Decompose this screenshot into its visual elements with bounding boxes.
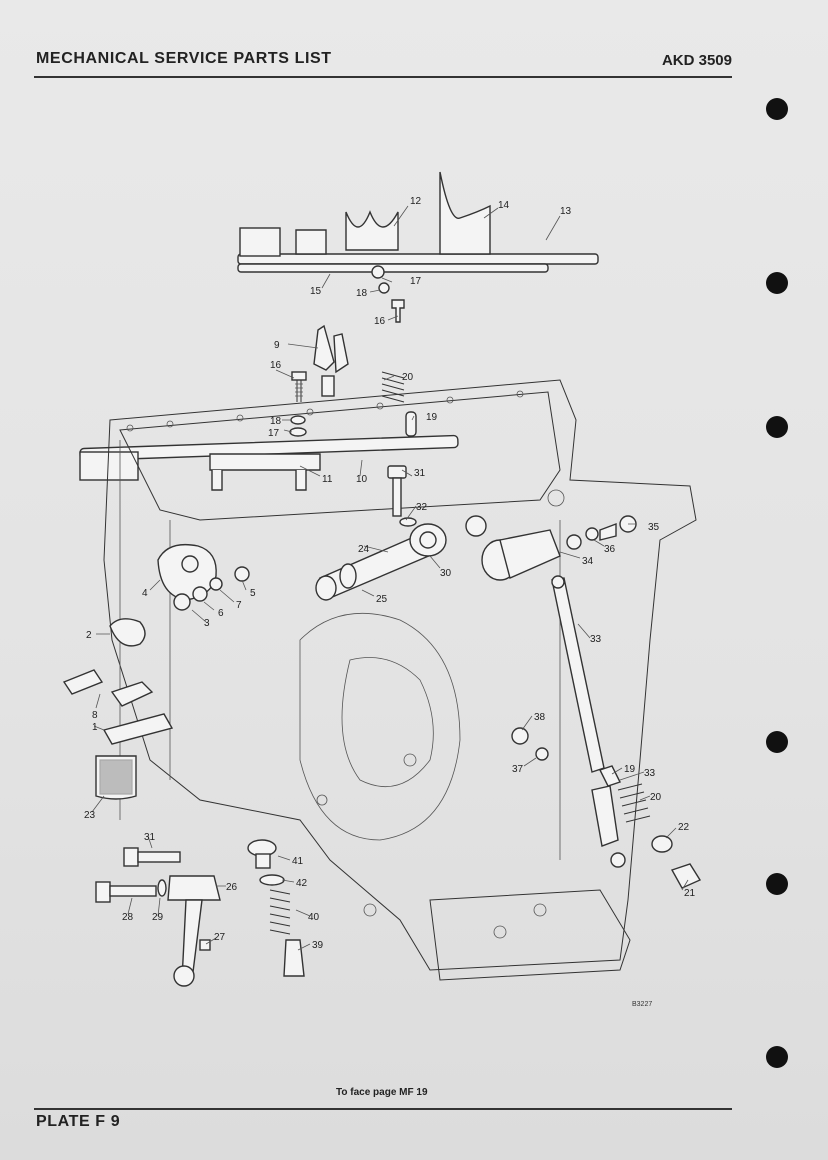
callout: 25 bbox=[376, 594, 388, 605]
callout: 15 bbox=[310, 286, 322, 297]
callout: 38 bbox=[534, 712, 546, 723]
callout-labels: 12 14 13 17 15 18 16 9 16 20 18 19 17 11… bbox=[84, 196, 696, 951]
callout: 5 bbox=[250, 588, 256, 599]
callout: 6 bbox=[218, 608, 224, 619]
callout: 2 bbox=[86, 630, 92, 641]
binder-hole bbox=[766, 1046, 788, 1068]
callout: 11 bbox=[322, 474, 333, 485]
callout: 35 bbox=[648, 522, 660, 533]
callout: 29 bbox=[152, 912, 164, 923]
callout-leaders bbox=[91, 205, 689, 951]
callout: 4 bbox=[142, 588, 148, 599]
binder-hole bbox=[766, 873, 788, 895]
selector-rod-10 bbox=[79, 434, 459, 491]
callout: 12 bbox=[410, 196, 422, 207]
loose-parts-bottom bbox=[95, 839, 305, 987]
callout: 17 bbox=[410, 276, 422, 287]
callout: 19 bbox=[426, 412, 438, 423]
callout: 39 bbox=[312, 940, 324, 951]
figure-code: B3227 bbox=[632, 1001, 653, 1008]
plate-label: PLATE F 9 bbox=[36, 1113, 121, 1130]
control-rod-33 bbox=[511, 575, 702, 889]
selector-fork-9 bbox=[289, 324, 417, 437]
callout: 17 bbox=[268, 428, 280, 439]
callout: 33 bbox=[644, 768, 656, 779]
callout: 37 bbox=[512, 764, 524, 775]
callout: 1 bbox=[92, 722, 98, 733]
callout: 36 bbox=[604, 544, 616, 555]
binder-hole bbox=[766, 416, 788, 438]
callout: 22 bbox=[678, 822, 690, 833]
callout: 31 bbox=[414, 468, 426, 479]
callout: 23 bbox=[84, 810, 96, 821]
callout: 42 bbox=[296, 878, 308, 889]
interlock-parts-left bbox=[62, 543, 250, 800]
callout: 26 bbox=[226, 882, 238, 893]
callout: 19 bbox=[624, 764, 636, 775]
page-header-code: AKD 3509 bbox=[661, 52, 732, 69]
selector-rod-assembly-top bbox=[237, 171, 599, 323]
callout: 21 bbox=[684, 888, 696, 899]
selector-lever-34 bbox=[481, 515, 637, 581]
callout: 31 bbox=[144, 832, 156, 843]
callout: 16 bbox=[374, 316, 386, 327]
callout: 16 bbox=[270, 360, 282, 371]
binder-hole bbox=[766, 98, 788, 120]
callout: 30 bbox=[440, 568, 452, 579]
callout: 3 bbox=[204, 618, 210, 629]
callout: 14 bbox=[498, 200, 510, 211]
callout: 41 bbox=[292, 856, 304, 867]
callout: 9 bbox=[274, 340, 280, 351]
callout: 10 bbox=[356, 474, 368, 485]
callout: 34 bbox=[582, 556, 594, 567]
callout: 7 bbox=[236, 600, 242, 611]
face-page-note: To face page MF 19 bbox=[336, 1087, 428, 1098]
callout: 32 bbox=[416, 502, 428, 513]
page-header-title: MECHANICAL SERVICE PARTS LIST bbox=[36, 50, 332, 67]
callout: 33 bbox=[590, 634, 602, 645]
callout: 18 bbox=[356, 288, 368, 299]
binder-hole bbox=[766, 272, 788, 294]
header-rule bbox=[34, 76, 732, 78]
gear-change-shaft-24 bbox=[315, 515, 487, 601]
callout: 13 bbox=[560, 206, 572, 217]
callout: 24 bbox=[358, 544, 370, 555]
callout: 8 bbox=[92, 710, 98, 721]
callout: 40 bbox=[308, 912, 320, 923]
callout: 18 bbox=[270, 416, 282, 427]
binder-hole bbox=[766, 731, 788, 753]
footer-rule bbox=[34, 1108, 732, 1110]
callout: 20 bbox=[650, 792, 662, 803]
bolt-31 bbox=[387, 465, 417, 527]
callout: 27 bbox=[214, 932, 226, 943]
callout: 20 bbox=[402, 372, 414, 383]
callout: 28 bbox=[122, 912, 134, 923]
